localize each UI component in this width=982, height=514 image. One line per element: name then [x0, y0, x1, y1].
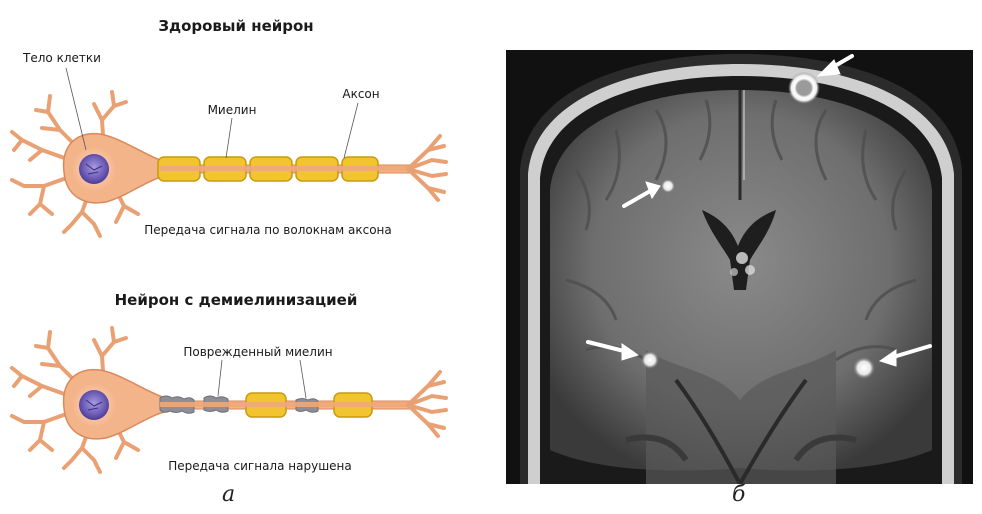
demyelinated-caption: Передача сигнала нарушена [168, 459, 352, 473]
panel-label-a: а [222, 482, 235, 507]
axon-label: Аксон [342, 87, 379, 101]
myelin-label: Миелин [208, 103, 257, 117]
panel-label-b: б [732, 482, 745, 507]
nucleus-demyelinated [79, 390, 109, 420]
damaged-myelin-label: Поврежденный миелин [183, 345, 332, 359]
mri-scan-image [506, 50, 973, 484]
lesion-small [661, 179, 675, 193]
healthy-neuron [12, 68, 446, 236]
neuron-diagram-svg: Здоровый нейрон Тело клетки Миелин Аксон [0, 0, 490, 484]
lesion-right [853, 357, 875, 379]
healthy-caption: Передача сигнала по волокнам аксона [144, 223, 392, 237]
lesion-left [641, 351, 659, 369]
neuron-diagram-panel: Здоровый нейрон Тело клетки Миелин Аксон [0, 0, 490, 514]
nucleus [79, 154, 109, 184]
healthy-neuron-title: Здоровый нейрон [158, 17, 313, 35]
cell-body-label: Тело клетки [22, 51, 101, 65]
mri-scan-panel [506, 50, 973, 484]
demyelinated-neuron-title: Нейрон с демиелинизацией [115, 291, 358, 309]
lesion-ring [788, 72, 820, 104]
